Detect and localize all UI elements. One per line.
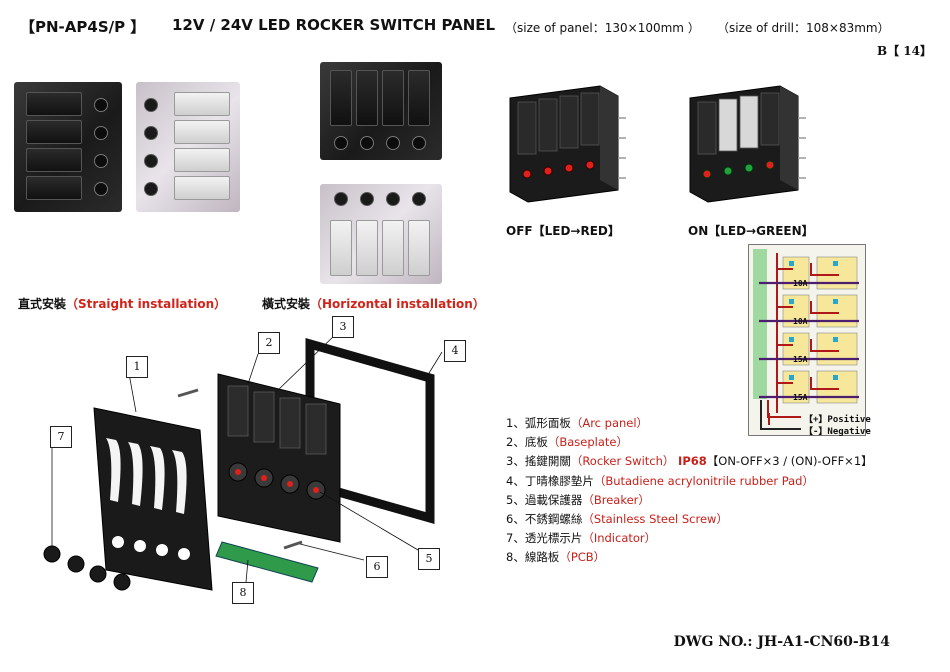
off-state-render [509,85,626,203]
horizontal-light-panel-photo [320,184,442,284]
polarity-leads [760,400,801,430]
positive-lead-label: 【+】Positive [804,415,871,425]
breaker-rating-2: 10A [793,317,808,326]
pcb-wiring-schematic: 10A 10A 15A 15A [748,244,866,436]
callout-3: 3 [332,316,354,338]
horizontal-installation-en: （Horizontal installation） [310,297,485,311]
legend-item: 5、過載保護器（Breaker） [506,492,650,507]
callout-7: 7 [50,426,72,448]
horizontal-installation-cn: 橫式安裝 [262,297,311,311]
drill-size: （size of drill：108×83mm） [717,21,890,35]
product-title: 12V / 24V LED ROCKER SWITCH PANEL [172,16,496,34]
straight-light-panel-photo [136,82,240,212]
off-state-caption: OFF【LED→RED】 [506,224,620,238]
parts-legend: 1、弧形面板（Arc panel） 2、底板（Baseplate） 3、搖鍵開關… [506,414,906,568]
callout-8: 8 [232,582,254,604]
horizontal-installation-caption: 橫式安裝（Horizontal installation） [262,295,485,312]
legend-item: 8、線路板（PCB） [506,550,606,565]
drawing-header: 【PN-AP4S/P 】 12V / 24V LED ROCKER SWITCH… [20,14,940,40]
callout-6: 6 [366,556,388,578]
straight-installation-cn: 直式安裝 [18,297,67,311]
breaker-rating-4: 15A [793,393,808,402]
legend-item: 4、丁晴橡膠墊片（Butadiene acrylonitrile rubber … [506,473,814,488]
negative-lead-label: 【-】Negative [804,427,871,437]
straight-installation-caption: 直式安裝（Straight installation） [18,295,226,312]
page-reference: B【 14】 [876,44,932,58]
breaker-rating-3: 15A [793,355,808,364]
callout-5: 5 [418,548,440,570]
legend-item: 6、不銹鋼螺絲（Stainless Steel Screw） [506,512,728,527]
on-state-render [689,85,806,203]
panel-size: （size of panel：130×100mm ） [505,21,700,35]
legend-item: 7、透光標示片（Indicator） [506,531,657,546]
callout-4: 4 [444,340,466,362]
exploded-view [43,333,443,591]
breaker-rating-1: 10A [793,279,808,288]
legend-item: 3、搖鍵開關（Rocker Switch） IP68【ON-OFF×3 / (O… [506,454,873,469]
ip-rating: IP68 [678,454,707,469]
model-number: 【PN-AP4S/P 】 [20,18,146,36]
horizontal-dark-panel-photo [320,62,442,160]
on-state-caption: ON【LED→GREEN】 [688,224,814,238]
callout-1: 1 [126,356,148,378]
drawing-number: DWG NO.: JH-A1-CN60-B14 [673,634,890,650]
straight-dark-panel-photo [14,82,122,212]
callout-2: 2 [258,332,280,354]
straight-installation-en: （Straight installation） [66,297,227,311]
legend-item: 1、弧形面板（Arc panel） [506,416,649,430]
legend-item: 2、底板（Baseplate） [506,435,628,450]
